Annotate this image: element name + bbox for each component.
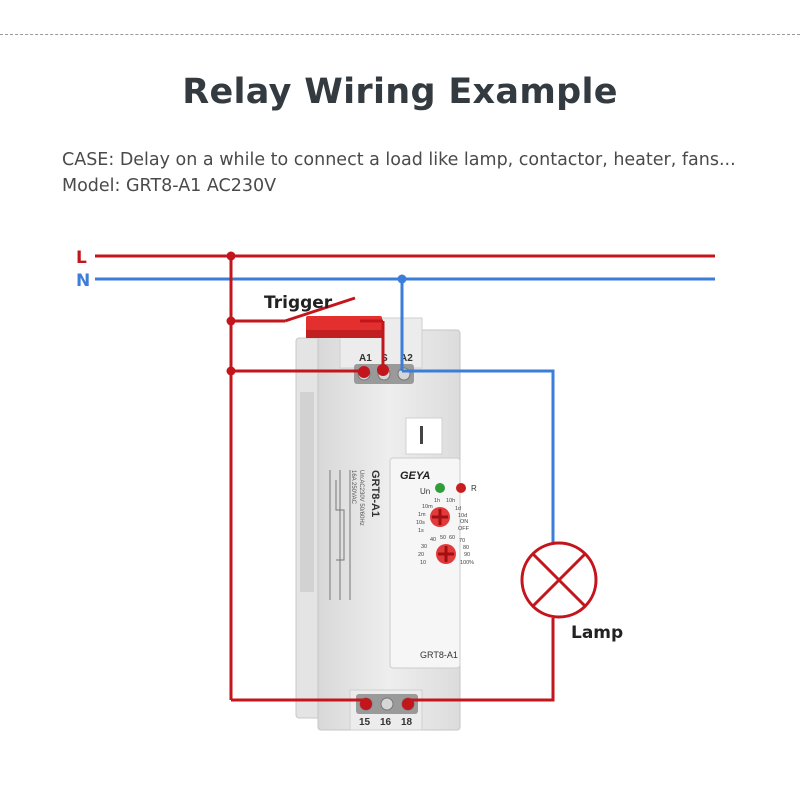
svg-text:GRT8-A1: GRT8-A1 bbox=[369, 470, 381, 517]
terminal-18-label: 18 bbox=[401, 717, 413, 728]
lamp-label: Lamp bbox=[571, 623, 623, 643]
terminal-a2-label: A2 bbox=[400, 353, 413, 364]
relay-led bbox=[456, 483, 466, 493]
page-title: Relay Wiring Example bbox=[182, 72, 618, 112]
svg-text:10s: 10s bbox=[416, 520, 425, 526]
neutral-label: N bbox=[76, 271, 90, 291]
power-led-label: Un bbox=[420, 487, 430, 496]
trigger-switch-blade bbox=[284, 296, 356, 323]
relay-led-label: R bbox=[471, 484, 477, 493]
svg-text:100%: 100% bbox=[460, 560, 474, 566]
live-label: L bbox=[76, 248, 87, 268]
trigger-label: Trigger bbox=[264, 293, 333, 313]
svg-text:10: 10 bbox=[420, 560, 426, 566]
lamp-load-wire bbox=[408, 618, 555, 702]
svg-text:10m: 10m bbox=[422, 504, 433, 510]
model-description: Model: GRT8-A1 AC230V bbox=[62, 176, 277, 196]
svg-text:90: 90 bbox=[464, 552, 470, 558]
time-range-dial[interactable] bbox=[430, 507, 450, 527]
svg-text:1s: 1s bbox=[418, 528, 424, 534]
svg-text:16A 250VAC: 16A 250VAC bbox=[350, 470, 356, 505]
terminal-15-label: 15 bbox=[359, 717, 371, 728]
terminal-a1-label: A1 bbox=[359, 353, 372, 364]
svg-text:10h: 10h bbox=[446, 498, 455, 504]
case-description: CASE: Delay on a while to connect a load… bbox=[62, 150, 736, 170]
svg-text:70: 70 bbox=[459, 538, 465, 544]
side-label: GRT8-A1 Un:AC230V 50/60Hz 16A 250VAC bbox=[350, 470, 381, 526]
lamp-symbol bbox=[520, 541, 598, 619]
percent-dial-scale: 40 50 60 70 30 80 20 90 10 100% bbox=[418, 535, 474, 566]
side-timing-chart bbox=[329, 470, 351, 600]
svg-text:30: 30 bbox=[421, 544, 427, 550]
brand-logo: GEYA bbox=[400, 470, 430, 482]
terminal-16-label: 16 bbox=[380, 717, 392, 728]
svg-text:OFF: OFF bbox=[458, 526, 470, 532]
junction-dots bbox=[226, 251, 407, 376]
svg-text:ON: ON bbox=[460, 519, 468, 525]
svg-text:20: 20 bbox=[418, 552, 424, 558]
svg-text:60: 60 bbox=[449, 535, 455, 541]
svg-text:1m: 1m bbox=[418, 512, 426, 518]
svg-text:80: 80 bbox=[463, 545, 469, 551]
power-led bbox=[435, 483, 445, 493]
svg-text:Un:AC230V 50/60Hz: Un:AC230V 50/60Hz bbox=[358, 470, 364, 526]
svg-text:1h: 1h bbox=[434, 498, 440, 504]
svg-text:40: 40 bbox=[430, 537, 436, 543]
svg-text:1d: 1d bbox=[455, 506, 461, 512]
svg-text:10d: 10d bbox=[458, 513, 467, 519]
time-range-dial-scale: 1h 10h 10m 1d 1m 10d 10s ON 1s OFF bbox=[416, 498, 470, 534]
percent-dial[interactable] bbox=[436, 544, 456, 564]
top-dashed-divider bbox=[0, 34, 800, 35]
front-model-label: GRT8-A1 bbox=[420, 650, 458, 660]
relay-module: A1 S A2 GRT8-A1 Un:AC230V 50/60Hz 16A 25… bbox=[295, 316, 477, 731]
lamp-neutral-wire bbox=[402, 369, 555, 545]
terminal-contact-dots bbox=[358, 364, 414, 710]
svg-text:50: 50 bbox=[440, 535, 446, 541]
